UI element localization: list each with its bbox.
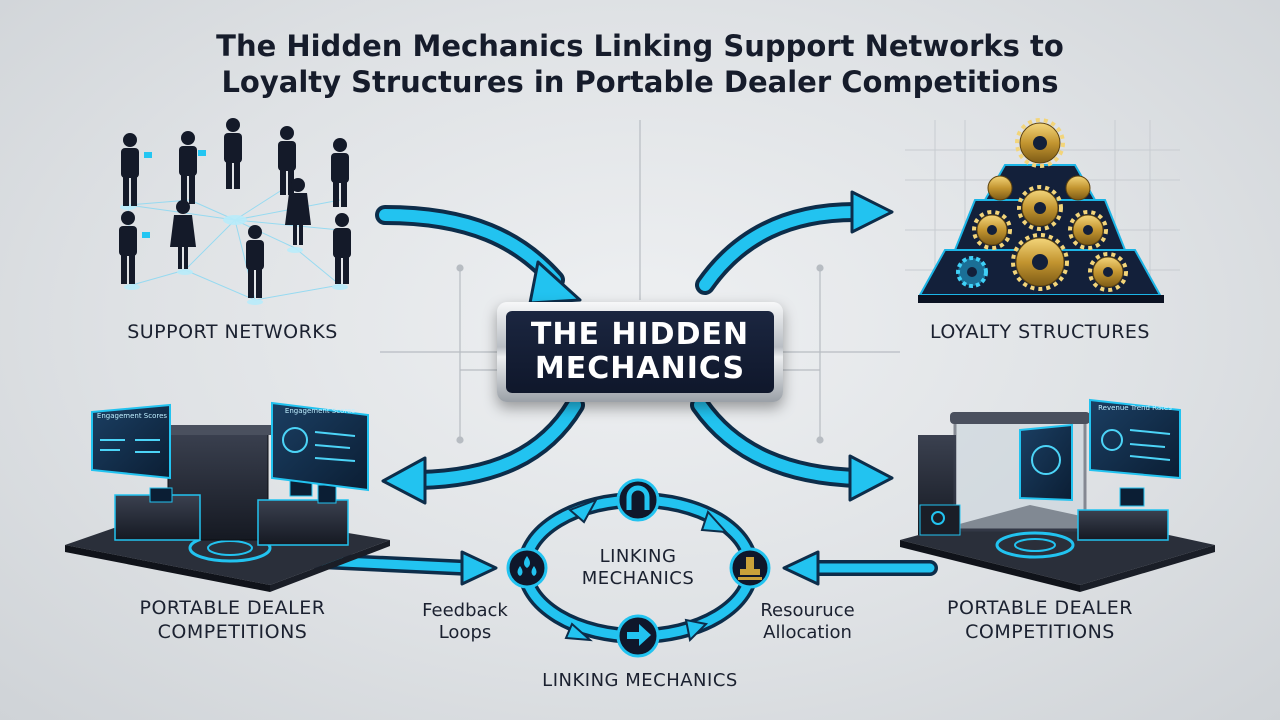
portable-booth-right [900,398,1215,592]
screen-caption-right-a: Revenue Trend Rates [1098,404,1172,412]
portable-dealer-right-label: PORTABLE DEALER COMPETITIONS [947,597,1133,643]
screen-caption-left-a: Engagement Scores [96,412,168,420]
cycle-arrowheads [564,498,729,643]
loyalty-structures-label: LOYALTY STRUCTURES [930,321,1150,343]
magnet-icon [626,485,650,510]
portable-booth-left [65,401,390,592]
support-networks-label: SUPPORT NETWORKS [127,321,338,343]
arrow-heads [381,190,894,586]
hidden-mechanics-label: THE HIDDEN MECHANICS [530,317,750,386]
feedback-loops-label: Feedback Loops [422,600,508,643]
screen-caption-left-b: Engagement Scores [284,407,356,415]
right-arrow-icon [627,624,651,646]
portable-dealer-left-label: PORTABLE DEALER COMPETITIONS [139,597,326,643]
resource-allocation-label: Resouruce Allocation [760,600,855,643]
loyalty-pyramid-illustration [905,118,1180,303]
hidden-mechanics-box: THE HIDDEN MECHANICS [497,302,783,402]
page-title: The Hidden Mechanics Linking Support Net… [216,29,1064,99]
support-network-illustration [119,118,351,305]
water-drops-icon [517,556,537,576]
stamp-icon [738,557,762,580]
linking-mechanics-cycle-label: LINKING MECHANICS [581,546,695,589]
linking-mechanics-bottom-label: LINKING MECHANICS [542,670,738,691]
